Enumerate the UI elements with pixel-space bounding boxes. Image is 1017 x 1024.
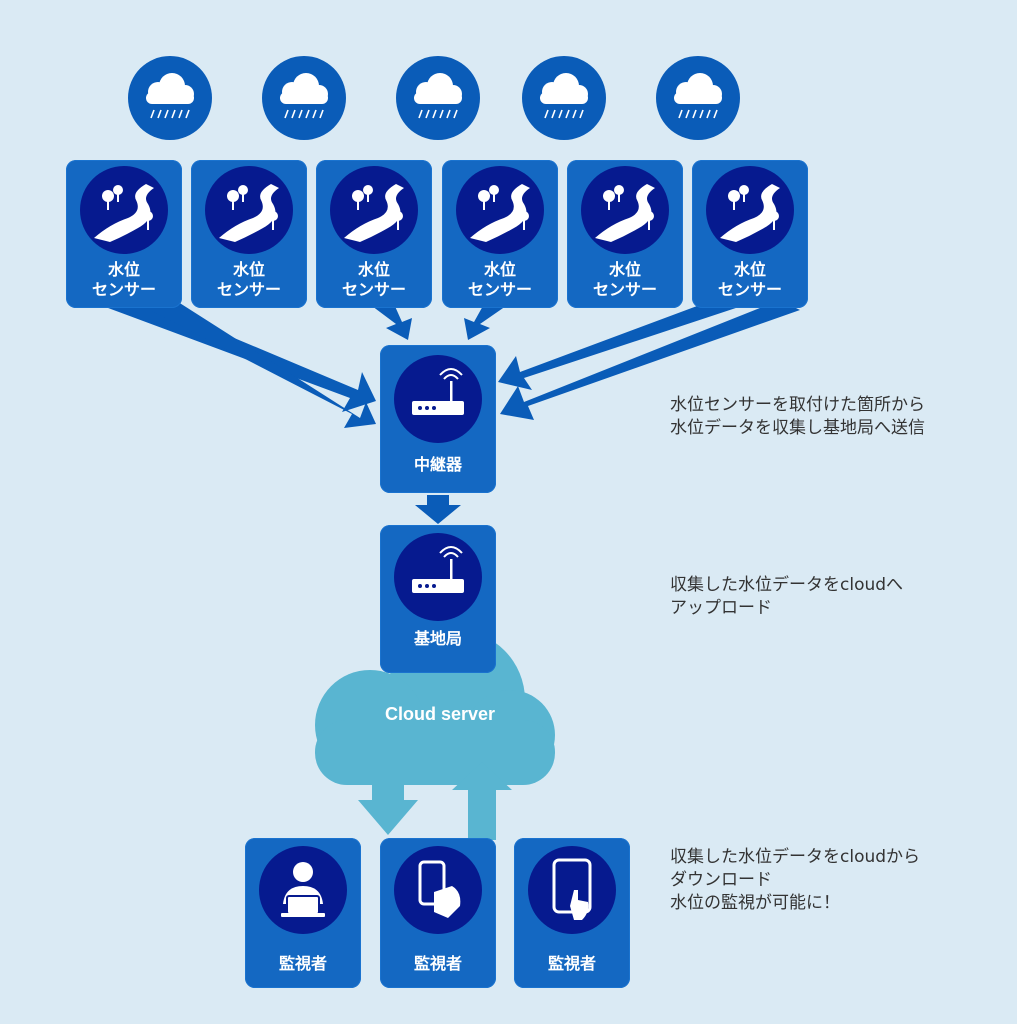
sensor-label: 水位 bbox=[733, 260, 766, 279]
watcher-label: 監視者 bbox=[547, 954, 596, 973]
river-icon bbox=[80, 166, 168, 254]
sensor-label: 水位 bbox=[608, 260, 641, 279]
router-icon bbox=[394, 533, 482, 621]
relay-label: 中継器 bbox=[413, 455, 462, 474]
river-icon bbox=[330, 166, 418, 254]
sensor-arrow-5 bbox=[498, 290, 760, 390]
sensor-arrow-2 bbox=[150, 300, 376, 428]
water-level-sensor: 水位センサー bbox=[692, 160, 808, 308]
river-icon bbox=[205, 166, 293, 254]
sensor-label: 水位 bbox=[357, 260, 390, 279]
rain-cloud-icon bbox=[128, 56, 212, 140]
water-level-sensor: 水位センサー bbox=[567, 160, 683, 308]
upload-arrow bbox=[452, 762, 512, 840]
rain-cloud-icon bbox=[522, 56, 606, 140]
base-station-node: 基地局 bbox=[380, 525, 496, 673]
water-level-sensor: 水位センサー bbox=[316, 160, 432, 308]
rain-cloud-icon bbox=[396, 56, 480, 140]
note-line: 収集した水位データをcloudへ bbox=[670, 575, 904, 595]
sensor-label: 水位 bbox=[483, 260, 516, 279]
watcher-label: 監視者 bbox=[413, 954, 462, 973]
sensor-label: センサー bbox=[592, 280, 657, 299]
sensor-label: センサー bbox=[341, 280, 406, 299]
sensor-label: センサー bbox=[91, 280, 156, 299]
hand-smartphone-icon bbox=[394, 846, 482, 934]
watcher-node: 監視者 bbox=[380, 838, 496, 988]
watcher-node: 監視者 bbox=[514, 838, 630, 988]
relay-node: 中継器 bbox=[380, 345, 496, 493]
watcher-node: 監視者 bbox=[245, 838, 361, 988]
relay-to-base-arrow bbox=[415, 495, 461, 524]
water-level-sensor: 水位センサー bbox=[66, 160, 182, 308]
note-download: 収集した水位データをcloudから ダウンロード 水位の監視が可能に！ bbox=[670, 846, 920, 915]
sensor-arrow-4 bbox=[464, 304, 506, 340]
sensor-label: センサー bbox=[717, 280, 782, 299]
watcher-label: 監視者 bbox=[278, 954, 327, 973]
cloud-server-label: Cloud server bbox=[384, 704, 496, 724]
tablet-touch-icon bbox=[528, 846, 616, 934]
rain-cloud-icon bbox=[262, 56, 346, 140]
note-upload: 収集した水位データをcloudへ アップロード bbox=[670, 574, 903, 620]
rain-cloud-icon bbox=[656, 56, 740, 140]
base-station-label: 基地局 bbox=[413, 629, 462, 648]
sensor-label: センサー bbox=[216, 280, 281, 299]
note-line: 水位の監視が可能に！ bbox=[670, 893, 840, 913]
sensor-label: センサー bbox=[467, 280, 532, 299]
sensor-label: 水位 bbox=[107, 260, 140, 279]
sensor-arrow-6 bbox=[500, 300, 800, 420]
note-line: 水位データを収集し基地局へ送信 bbox=[670, 418, 925, 438]
river-icon bbox=[706, 166, 794, 254]
water-level-sensor: 水位センサー bbox=[191, 160, 307, 308]
note-sensor-collection: 水位センサーを取付けた箇所から 水位データを収集し基地局へ送信 bbox=[670, 394, 925, 440]
water-level-sensor: 水位センサー bbox=[442, 160, 558, 308]
router-icon bbox=[394, 355, 482, 443]
note-line: アップロード bbox=[670, 598, 772, 618]
download-arrow bbox=[358, 768, 418, 835]
sensor-arrow-3 bbox=[372, 304, 412, 340]
river-icon bbox=[456, 166, 544, 254]
note-line: ダウンロード bbox=[670, 870, 772, 890]
note-line: 水位センサーを取付けた箇所から bbox=[670, 395, 925, 415]
note-line: 収集した水位データをcloudから bbox=[670, 847, 921, 867]
person-laptop-icon bbox=[259, 846, 347, 934]
river-icon bbox=[581, 166, 669, 254]
sensor-label: 水位 bbox=[232, 260, 265, 279]
